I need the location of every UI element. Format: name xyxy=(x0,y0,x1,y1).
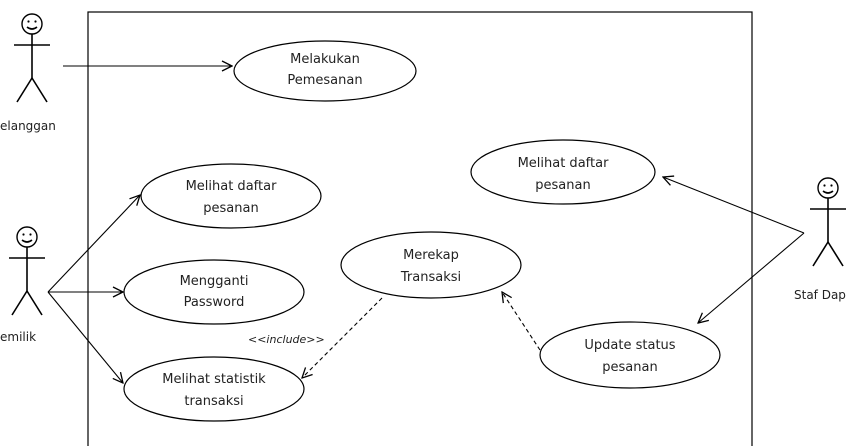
dependency-update-merekap xyxy=(502,292,541,351)
use-case-label: pesanan xyxy=(203,201,258,216)
actor-staf-dapur: Staf Dap xyxy=(794,177,846,302)
include-stereotype-label: <<include>> xyxy=(248,333,325,346)
actor-pemilik: emilik xyxy=(0,226,45,344)
use-case-label: transaksi xyxy=(184,394,243,409)
use-case-label: Mengganti xyxy=(180,274,249,289)
use-case-label: Update status xyxy=(584,338,675,353)
use-case-label: Melakukan xyxy=(290,52,360,67)
use-case-label: Transaksi xyxy=(400,270,461,285)
actor-label-pemilik: emilik xyxy=(0,330,36,344)
system-boundary xyxy=(87,11,753,446)
include-statistik-merekap xyxy=(302,297,383,378)
use-case-melihat-statistik: Melihat statistik transaksi xyxy=(123,356,305,422)
use-case-staf-melihat-daftar: Melihat daftar pesanan xyxy=(470,139,656,205)
assoc-staf-daftar xyxy=(663,177,805,234)
use-case-pemilik-melihat-daftar: Melihat daftar pesanan xyxy=(140,163,322,229)
use-case-mengganti-password: Mengganti Password xyxy=(123,259,305,325)
actor-pelanggan: elanggan xyxy=(0,13,56,133)
use-case-label: Melihat statistik xyxy=(162,372,266,387)
use-case-label: Merekap xyxy=(403,248,459,263)
actor-label-pelanggan: elanggan xyxy=(0,119,56,133)
use-case-label: Melihat daftar xyxy=(186,179,278,194)
assoc-staf-update xyxy=(698,232,805,323)
assoc-pemilik-statistik xyxy=(47,291,123,383)
actor-label-staf-dapur: Staf Dap xyxy=(794,288,846,302)
use-case-label: Password xyxy=(184,295,245,310)
assoc-pemilik-daftar xyxy=(47,195,140,293)
use-case-label: pesanan xyxy=(535,178,590,193)
use-case-label: Melihat daftar xyxy=(518,156,610,171)
use-case-merekap-transaksi: Merekap Transaksi xyxy=(340,231,522,299)
use-case-update-status: Update status pesanan xyxy=(539,321,721,389)
use-case-label: Pemesanan xyxy=(287,73,362,88)
use-case-melakukan-pemesanan: Melakukan Pemesanan xyxy=(233,40,417,102)
use-case-label: pesanan xyxy=(602,360,657,375)
